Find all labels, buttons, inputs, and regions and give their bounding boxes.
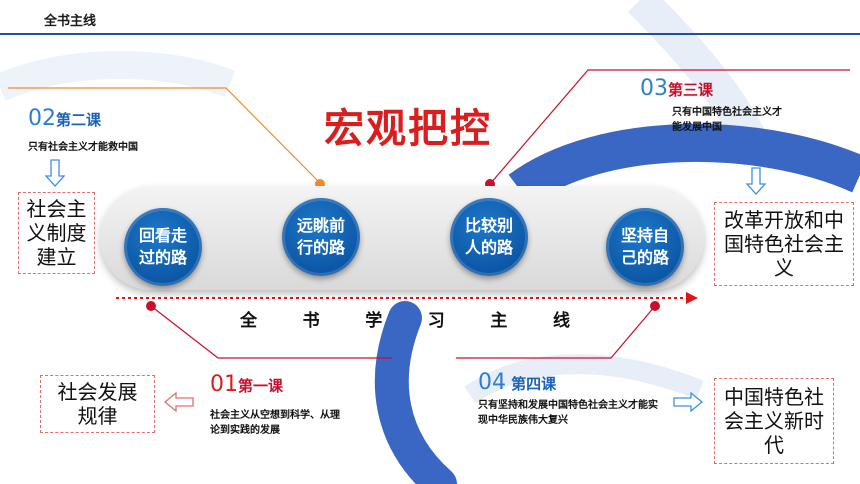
lesson-04-heading: 04 第四课	[478, 370, 556, 395]
lesson-04-box: 中国特色社会主义新时代	[714, 378, 834, 464]
lesson-04-desc: 只有坚持和发展中国特色社会主义才能实现中华民族伟大复兴	[478, 400, 658, 426]
lesson-name: 第四课	[511, 375, 557, 393]
lesson-02-box: 社会主义制度建立	[18, 192, 95, 274]
lesson-02-heading: 02第二课	[28, 106, 101, 131]
timeline-char: 全	[240, 311, 257, 331]
timeline-label: 全 书 学 习 主 线	[240, 306, 570, 331]
lesson-name: 第三课	[668, 81, 714, 99]
timeline-char: 书	[302, 311, 320, 331]
lesson-02-desc: 只有社会主义才能救中国	[28, 142, 138, 153]
step-circle-4: 坚持自己的路	[606, 208, 684, 286]
lesson-01-desc: 社会主义从空想到科学、从理论到实践的发展	[210, 410, 340, 436]
header-title: 全书主线	[44, 14, 97, 29]
lesson-number: 04	[478, 370, 506, 395]
lesson-01-heading: 01第一课	[210, 372, 283, 397]
step-circle-1: 回看走过的路	[124, 208, 202, 286]
lesson-03-heading: 03第三课	[640, 76, 713, 101]
lesson-name: 第二课	[56, 111, 102, 129]
lesson-number: 02	[28, 106, 56, 131]
lesson-number: 01	[210, 372, 238, 397]
page-title: 宏观把控	[324, 105, 492, 152]
lesson-name: 第一课	[238, 377, 284, 395]
step-circle-3: 比较别人的路	[450, 198, 528, 276]
lesson-01-box: 社会发展规律	[40, 375, 155, 433]
lesson-03-box: 改革开放和中国特色社会主义	[714, 202, 854, 286]
lesson-03-desc: 只有中国特色社会主义才能发展中国	[672, 107, 782, 133]
header-divider	[0, 33, 860, 35]
timeline-char: 主	[490, 311, 508, 331]
step-circle-2: 远眺前行的路	[282, 198, 360, 276]
timeline-char: 学	[365, 311, 383, 331]
timeline-char: 线	[552, 311, 570, 331]
timeline-char: 习	[427, 311, 445, 331]
lesson-number: 03	[640, 76, 668, 101]
